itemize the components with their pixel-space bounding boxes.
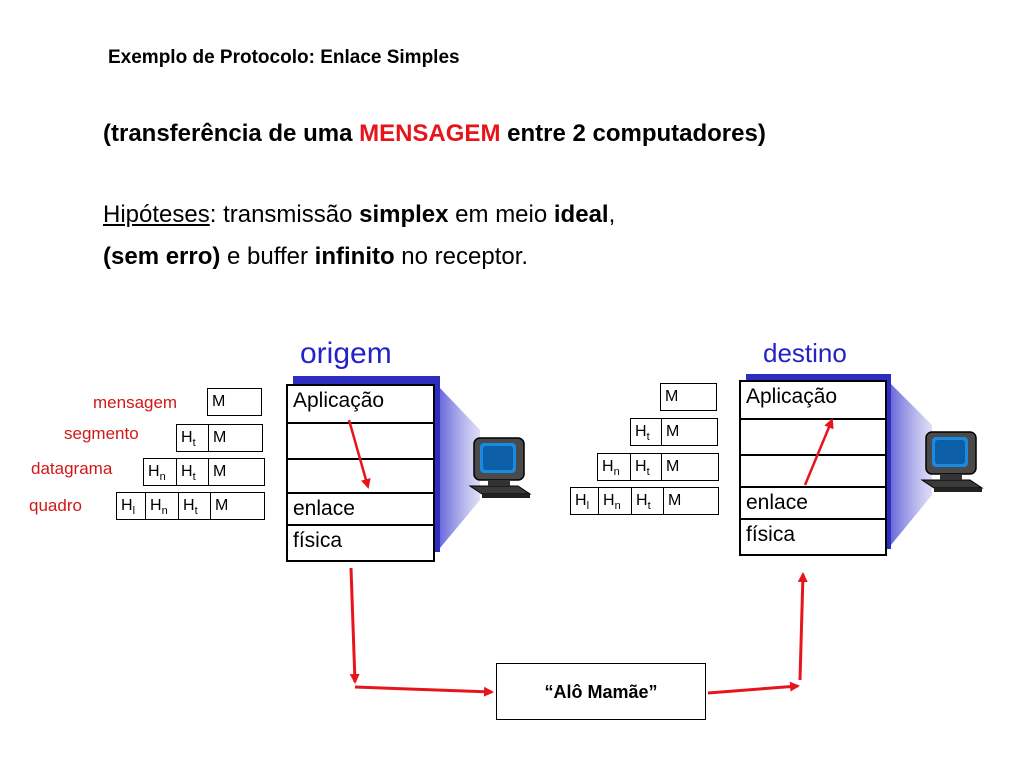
header-ht: Ht <box>177 459 209 485</box>
origin-layer-network <box>288 460 433 494</box>
hypothesis-text-5: no receptor. <box>394 243 529 270</box>
hypothesis-bold-ideal: ideal <box>553 201 609 228</box>
destination-label: destino <box>763 338 847 368</box>
hypothesis-text-4: e buffer <box>220 243 315 270</box>
hypothesis-bold-simplex: simplex <box>359 201 449 228</box>
hypothesis-line-2: (sem erro) e buffer infinito no receptor… <box>103 243 528 271</box>
destination-layer-transport <box>741 420 885 456</box>
header-hl: Hl <box>117 493 146 519</box>
header-ht: Ht <box>177 425 209 451</box>
label-datagrama: datagrama <box>31 459 113 478</box>
subtitle-post: entre 2 computadores) <box>500 120 766 147</box>
message-box: “Alô Mamãe” <box>496 663 706 720</box>
header-m: M <box>212 393 226 410</box>
origin-down-arrow <box>347 419 371 489</box>
destination-layer-link: enlace <box>741 488 885 520</box>
destination-projection <box>891 384 932 545</box>
header-hl: Hl <box>571 488 599 514</box>
destination-packet-message: M <box>660 383 717 411</box>
medium-to-message-arrow <box>354 685 494 697</box>
header-ht: Ht <box>631 454 662 480</box>
label-quadro: quadro <box>29 496 82 515</box>
hypothesis-line-1: Hipóteses: transmissão simplex em meio i… <box>103 201 615 229</box>
header-hn: Hn <box>598 454 631 480</box>
destination-layer-application: Aplicação <box>741 382 885 420</box>
slide-subtitle: (transferência de uma MENSAGEM entre 2 c… <box>103 120 766 148</box>
origin-packet-segment: Ht M <box>176 424 263 452</box>
origin-packet-frame: Hl Hn Ht M <box>116 492 265 520</box>
hypothesis-text-2: em meio <box>448 201 554 228</box>
header-ht: Ht <box>631 419 662 445</box>
header-m: M <box>215 497 229 514</box>
origin-protocol-stack: Aplicação enlace física <box>286 384 435 562</box>
hypothesis-text-1: : transmissão <box>209 201 360 228</box>
hypothesis-bold-infinito: infinito <box>314 243 395 270</box>
subtitle-highlight: MENSAGEM <box>359 120 501 147</box>
computer-icon-destination <box>920 431 984 492</box>
label-mensagem: mensagem <box>93 393 178 412</box>
header-ht: Ht <box>632 488 664 514</box>
header-m: M <box>213 463 227 480</box>
destination-packet-segment: Ht M <box>630 418 718 446</box>
destination-protocol-stack: Aplicação enlace física <box>739 380 887 556</box>
header-m: M <box>665 388 679 405</box>
origin-to-medium-arrow <box>349 567 360 684</box>
header-m: M <box>666 458 680 475</box>
destination-layer-network <box>741 456 885 488</box>
label-segmento: segmento <box>64 424 139 443</box>
hypothesis-label: Hipóteses <box>103 201 210 228</box>
destination-packet-datagram: Hn Ht M <box>597 453 719 481</box>
subtitle-pre: (transferência de uma <box>103 120 360 147</box>
origin-packet-datagram: Hn Ht M <box>143 458 265 486</box>
origin-projection <box>440 388 480 548</box>
origin-layer-physical: física <box>293 529 343 552</box>
header-hn: Hn <box>599 488 632 514</box>
header-m: M <box>668 492 682 509</box>
origin-label: origem <box>300 337 392 370</box>
origin-packet-message: M <box>207 388 262 416</box>
origin-layer-link: enlace <box>288 494 433 526</box>
origin-layer-application: Aplicação <box>288 386 433 424</box>
header-hn: Hn <box>146 493 179 519</box>
destination-layer-physical: física <box>746 523 796 546</box>
hypothesis-text-3: , <box>608 201 616 228</box>
medium-to-destination-stack-arrow <box>797 572 808 681</box>
header-ht: Ht <box>179 493 211 519</box>
header-m: M <box>666 423 680 440</box>
computer-icon-origin <box>468 437 532 498</box>
hypothesis-bold-sem-erro: (sem erro) <box>103 243 221 270</box>
message-to-destination-arrow <box>707 681 800 695</box>
destination-up-arrow <box>803 418 834 486</box>
header-m: M <box>213 429 227 446</box>
header-hn: Hn <box>144 459 177 485</box>
destination-packet-frame: Hl Hn Ht M <box>570 487 719 515</box>
slide-title: Exemplo de Protocolo: Enlace Simples <box>108 47 460 68</box>
